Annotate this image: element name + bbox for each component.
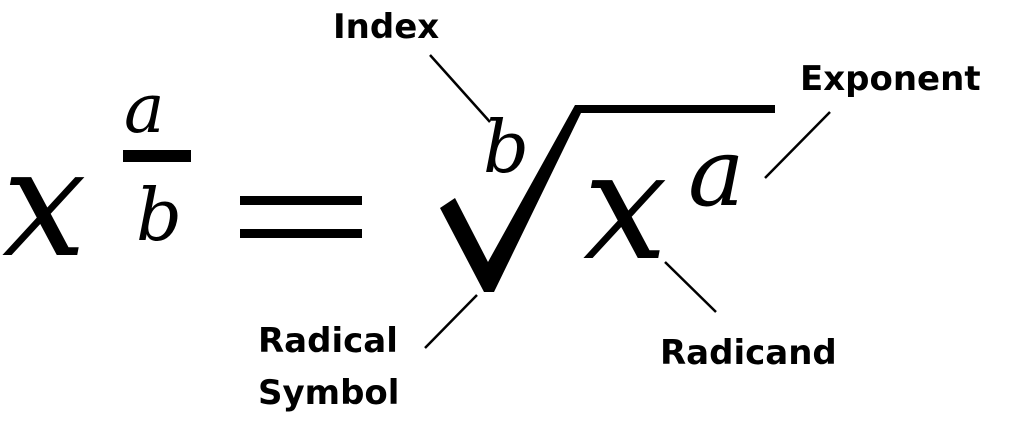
- index-leader-line: [429, 54, 491, 123]
- label-radical-symbol-line1: Radical: [258, 321, 398, 361]
- radicand-x: x: [583, 120, 668, 294]
- label-index: Index: [333, 7, 439, 47]
- equals-sign: [240, 196, 362, 238]
- radical-leader-line: [424, 294, 478, 349]
- radical-index-b: b: [483, 105, 529, 189]
- label-radicand: Radicand: [660, 333, 837, 373]
- fraction-bar: [123, 150, 191, 162]
- label-radical-symbol-line2: Symbol: [258, 373, 399, 413]
- label-exponent: Exponent: [800, 59, 981, 99]
- base-x: x: [2, 117, 87, 291]
- radicand-leader-line: [664, 261, 717, 313]
- numerator-a: a: [124, 70, 165, 149]
- exponent-leader-line: [764, 111, 831, 179]
- denominator-b: b: [136, 173, 182, 257]
- exponent-a: a: [688, 118, 745, 228]
